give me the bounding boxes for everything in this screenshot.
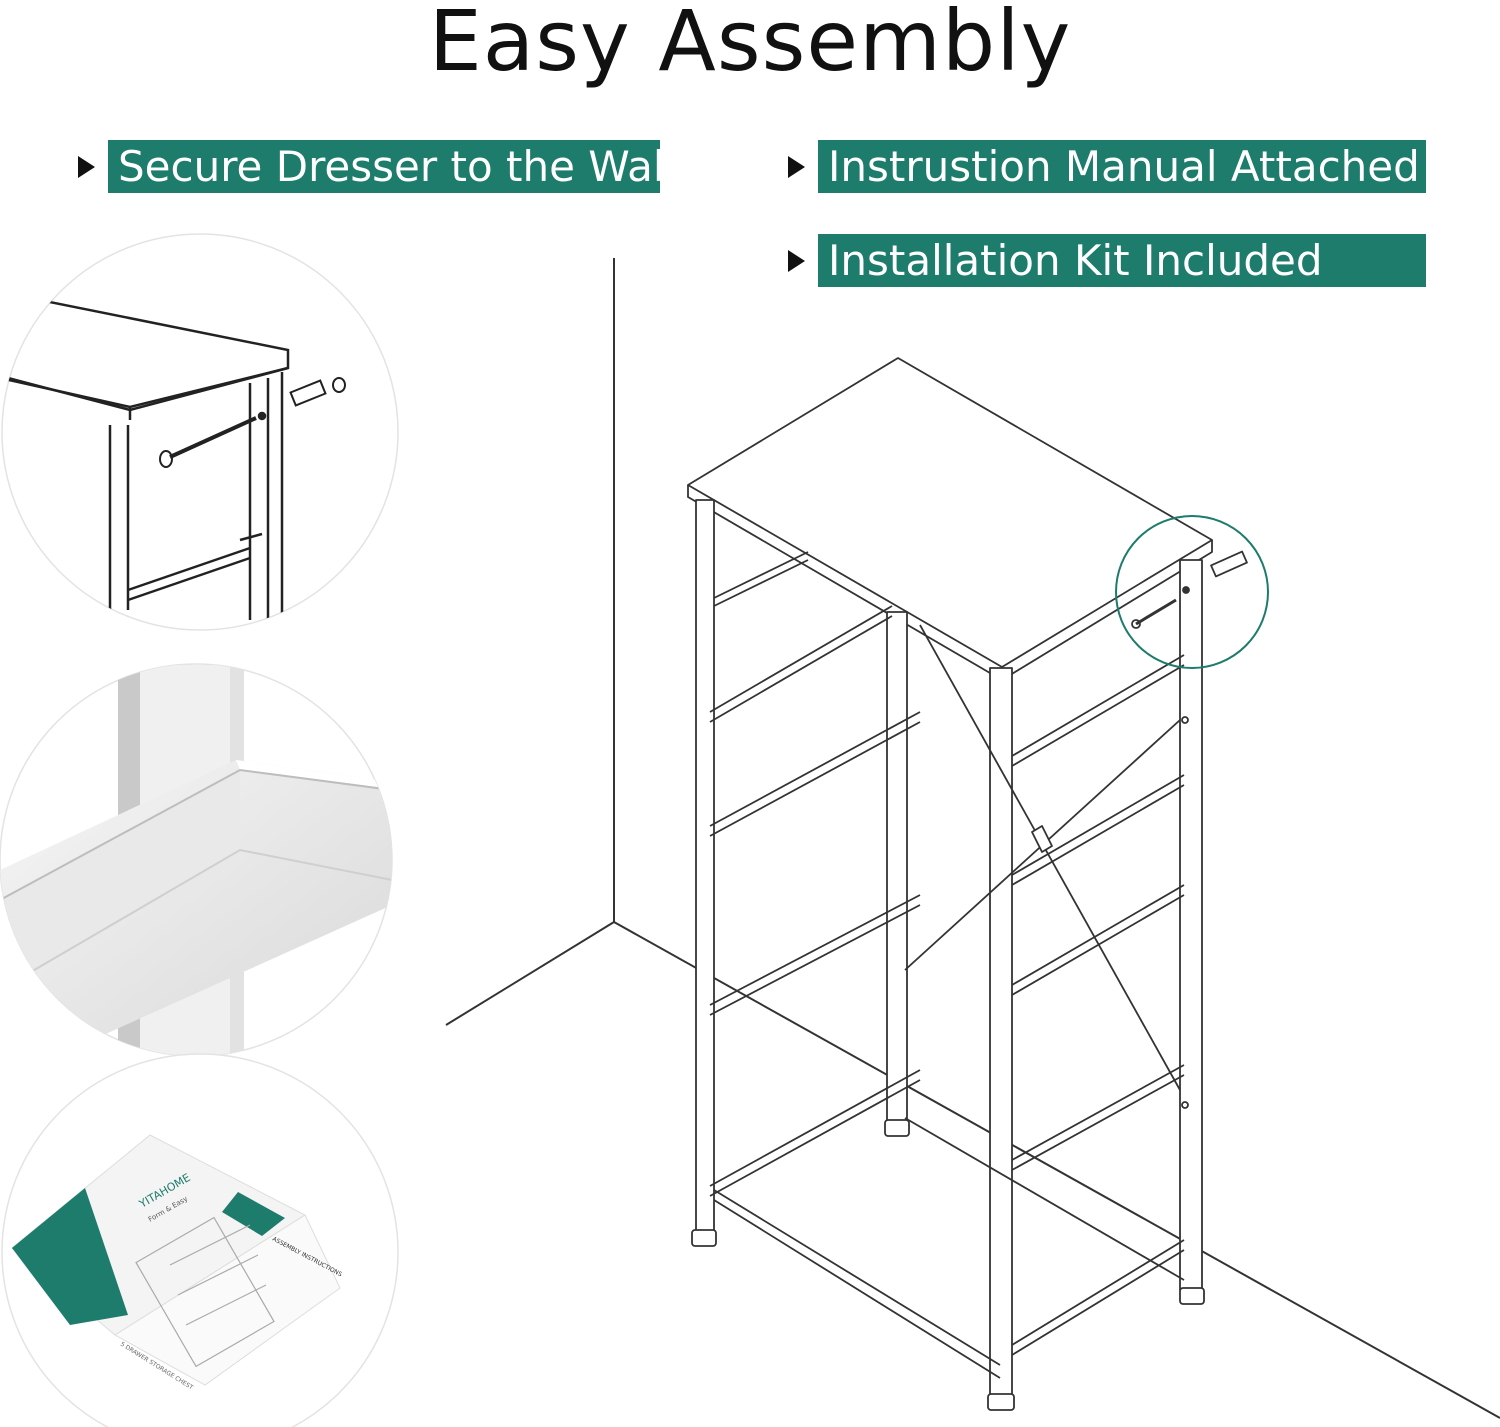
dresser-frame-drawing (687, 357, 1248, 1411)
triangle-bullet-icon (788, 155, 805, 178)
triangle-bullet-icon (788, 249, 805, 272)
wall-anchor-detail-circle (1, 233, 399, 631)
room-corner (445, 258, 1500, 1419)
feature-label: Instrustion Manual Attached (818, 140, 1426, 193)
feature-kit: Installation Kit Included (788, 234, 1426, 287)
instruction-manual-circle: YITAHOME Form & Easy ASSEMBLY INSTRUCTIO… (1, 1053, 399, 1427)
feature-manual: Instrustion Manual Attached (788, 140, 1426, 193)
frame-support-detail-circle (0, 663, 393, 1057)
page-title: Easy Assembly (428, 0, 1072, 90)
feature-secure-wall: Secure Dresser to the Wall (78, 140, 676, 193)
feature-label: Installation Kit Included (818, 234, 1426, 287)
zoom-detail-circle (1115, 515, 1269, 669)
triangle-bullet-icon (78, 155, 95, 178)
feature-label: Secure Dresser to the Wall (108, 140, 676, 193)
